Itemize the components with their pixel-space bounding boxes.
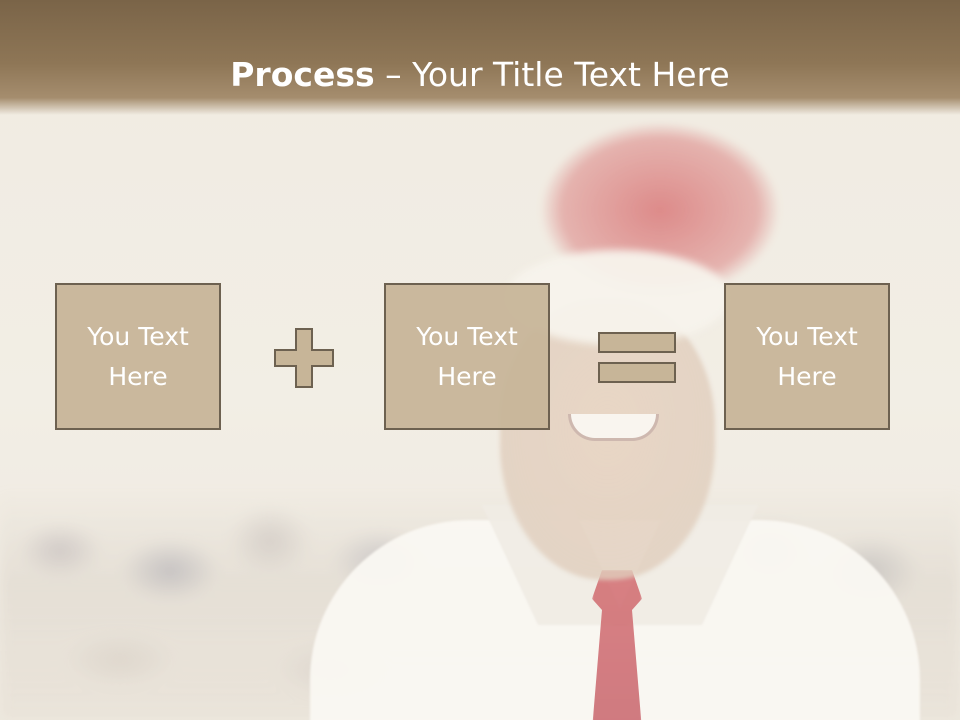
process-box-2-label: You Text Here <box>416 321 518 391</box>
title-bar <box>0 0 960 115</box>
process-box-3[interactable]: You Text Here <box>724 283 890 430</box>
process-box-2[interactable]: You Text Here <box>384 283 550 430</box>
plus-icon <box>274 328 334 388</box>
process-box-3-label: You Text Here <box>756 321 858 391</box>
slide-title[interactable]: Process – Your Title Text Here <box>0 54 960 96</box>
process-box-1-label: You Text Here <box>87 321 189 391</box>
person-smile <box>568 414 659 441</box>
title-bold: Process <box>230 55 375 94</box>
title-rest: – Your Title Text Here <box>374 55 730 94</box>
equals-icon <box>598 332 676 383</box>
process-box-1[interactable]: You Text Here <box>55 283 221 430</box>
person-tie <box>592 570 642 720</box>
